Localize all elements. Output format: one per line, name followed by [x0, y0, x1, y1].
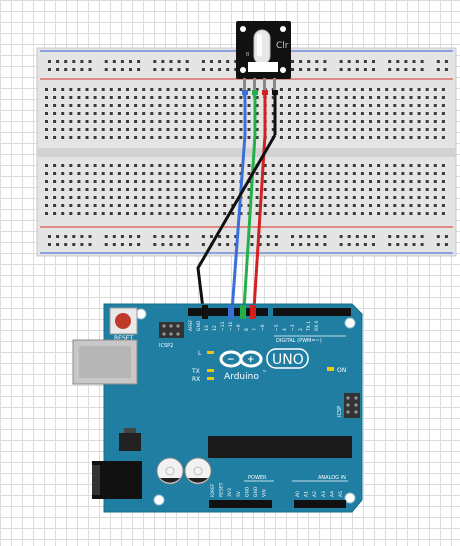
pin-label: A0: [295, 491, 301, 497]
icsp-header: [344, 393, 360, 418]
pin-label: 2: [298, 328, 304, 331]
arduino-logo: − +: [219, 350, 263, 368]
trademark: ™: [262, 370, 267, 376]
pin-label: GND: [196, 320, 202, 331]
module-label: Clr: [276, 41, 289, 51]
led-tx: [207, 369, 214, 372]
pin-label: 5V: [236, 490, 242, 497]
pin-label: ~11: [220, 321, 226, 331]
model-label: UNO: [272, 352, 304, 368]
breadboard: [36, 47, 457, 257]
analog-header: [294, 500, 346, 508]
pin-label: 13: [204, 325, 210, 331]
power-label: POWER: [248, 475, 267, 481]
mount-hole: [280, 67, 286, 73]
module-header: [248, 62, 278, 72]
module-pin-label: B: [246, 52, 250, 58]
icsp-label: ICSP: [337, 406, 343, 417]
pin-label: GND: [253, 486, 259, 497]
led-tx-label: TX: [191, 368, 200, 375]
pin-label: 4: [282, 328, 288, 331]
rgb-led-module: Clr B: [236, 21, 291, 98]
power-header: [209, 500, 272, 508]
pin-label: IOREF: [210, 483, 216, 497]
mount-hole: [240, 67, 246, 73]
pin-label: ~6: [260, 324, 266, 331]
pin-label: A2: [312, 491, 318, 497]
capacitor: [156, 457, 184, 485]
led-l: [207, 351, 214, 354]
pin-label: AREF: [188, 319, 194, 331]
mount-hole: [280, 26, 286, 32]
microcontroller-chip: [208, 436, 352, 458]
reset-label: RESET: [114, 335, 134, 342]
pin-label: 3V3: [227, 488, 233, 497]
digital-header-right: [273, 308, 351, 316]
wire-green: [241, 95, 257, 326]
led-l-label: L: [198, 350, 202, 357]
pin-label: RX 0: [314, 320, 320, 331]
led-on: [327, 367, 334, 371]
voltage-regulator: [119, 433, 141, 451]
pin-label: VIN: [262, 489, 268, 497]
reset-button-cap: [115, 313, 131, 329]
wire-red: [251, 95, 267, 326]
logo-text: Arduino: [224, 372, 259, 382]
pin-label: A5: [338, 491, 344, 497]
pin-label: A3: [321, 491, 327, 497]
pin-label: 8: [244, 328, 250, 331]
icsp2-label: ICSP2: [159, 343, 173, 349]
svg-text:+: +: [247, 355, 255, 365]
digital-label: DIGITAL (PWM=~): [276, 338, 322, 344]
led-rx-label: RX: [192, 376, 200, 383]
pin-label: GND: [244, 486, 250, 497]
center-channel: [37, 148, 456, 157]
pin-label: ~5: [274, 324, 280, 331]
capacitor: [184, 457, 212, 485]
pin-label: 7: [252, 328, 258, 331]
uno-badge: [266, 348, 309, 369]
wire-ends: [202, 305, 256, 319]
svg-text:−: −: [227, 355, 235, 365]
on-label: ON: [337, 367, 346, 374]
analog-label: ANALOG IN: [318, 475, 346, 481]
pin-label: 12: [212, 325, 218, 331]
wire-blue: [229, 95, 247, 326]
led-rx: [207, 377, 214, 380]
pin-label: ~3: [290, 324, 296, 331]
pin-label: ~9: [236, 324, 242, 331]
mount-hole: [240, 26, 246, 32]
pin-label: A4: [329, 491, 335, 497]
pin-label: RESET: [219, 482, 225, 497]
pin-label: A1: [304, 491, 310, 497]
icsp2-header: [159, 322, 184, 338]
pin-label: ~10: [228, 321, 234, 331]
pin-label: TX 1: [306, 321, 312, 332]
power-jack: [92, 461, 142, 499]
